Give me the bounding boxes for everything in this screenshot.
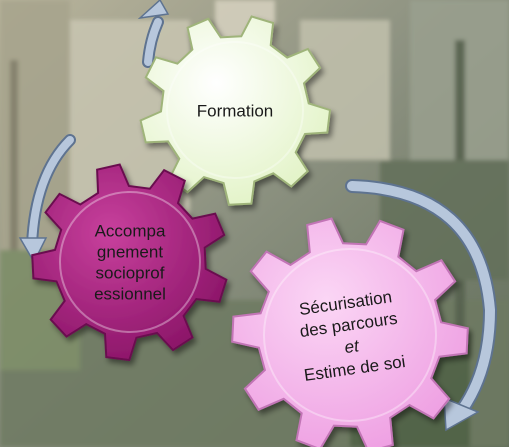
gear-formation: Formation (139, 15, 332, 206)
cycle-arrow-icon (137, 0, 170, 20)
cycle-arrow-icon (18, 237, 48, 264)
gear-label-accompagnement: Accompa gnement socioprof essionnel (94, 221, 166, 303)
gear-label-line: gnement (97, 242, 163, 261)
gear-icon (31, 163, 228, 362)
gear-icon (231, 217, 469, 447)
cycle-arrows (18, 0, 498, 432)
cycle-arrow-icon (443, 396, 480, 432)
gear-highlight (166, 41, 304, 179)
gear-label-formation: Formation (197, 101, 274, 120)
gear-label-line: et (343, 336, 361, 357)
gear-accompagnement: Accompa gnement socioprof essionnel (31, 163, 228, 362)
gear-label-line: Accompa (95, 221, 166, 240)
gear-highlight (59, 191, 201, 333)
gear-highlight (263, 248, 437, 422)
gear-label-line: Formation (197, 101, 274, 120)
gear-securisation: Sécurisationdes parcoursetEstime de soi (231, 217, 469, 447)
gear-icon (139, 15, 332, 206)
gear-label-line: socioprof (96, 263, 165, 282)
gear-label-line: essionnel (94, 284, 166, 303)
